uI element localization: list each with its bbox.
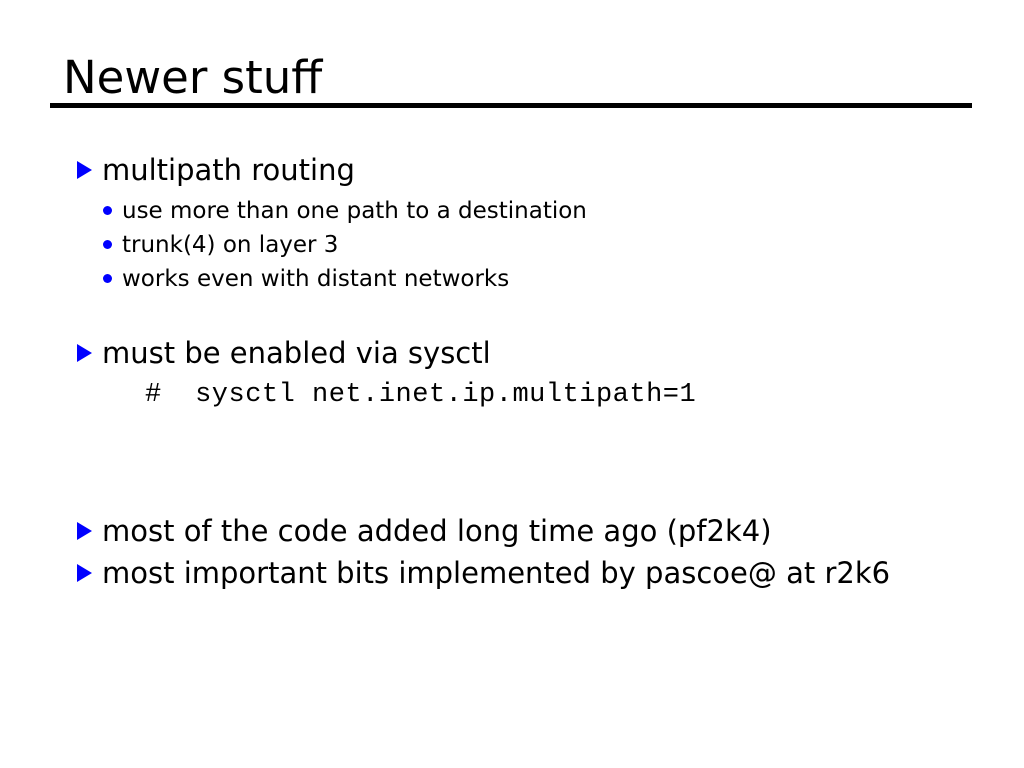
bullet-label: multipath routing [102, 153, 355, 187]
bullet-most-of-the-code-added: most of the code added long time ago (pf… [74, 513, 954, 549]
sub-bullet-use-more-than-one-path: use more than one path to a destination [103, 194, 963, 228]
round-bullet-icon [103, 262, 122, 296]
bullet-label: must be enabled via sysctl [102, 336, 491, 370]
round-bullet-icon [103, 228, 122, 262]
triangle-right-icon [74, 335, 102, 371]
bullet-most-important-bits: most important bits implemented by pasco… [74, 555, 924, 591]
sub-bullet-label: use more than one path to a destination [122, 198, 587, 224]
triangle-right-icon [74, 555, 102, 591]
bullet-must-be-enabled-via-sysctl: must be enabled via sysctl [74, 335, 954, 371]
round-bullet-icon [103, 194, 122, 228]
bullet-label: most important bits implemented by pasco… [102, 556, 891, 590]
title-divider [50, 103, 972, 108]
sub-bullet-works-with-distant-networks: works even with distant networks [103, 262, 963, 296]
sysctl-command-line: # sysctl net.inet.ip.multipath=1 [145, 380, 697, 410]
bullet-label: most of the code added long time ago (pf… [102, 514, 772, 548]
sub-bullet-trunk-on-layer-3: trunk(4) on layer 3 [103, 228, 963, 262]
triangle-right-icon [74, 152, 102, 188]
sub-bullet-label: works even with distant networks [122, 266, 510, 292]
sub-bullet-label: trunk(4) on layer 3 [122, 232, 339, 258]
page-title: Newer stuff [63, 51, 323, 104]
bullet-multipath-routing: multipath routing [74, 152, 954, 188]
triangle-right-icon [74, 513, 102, 549]
